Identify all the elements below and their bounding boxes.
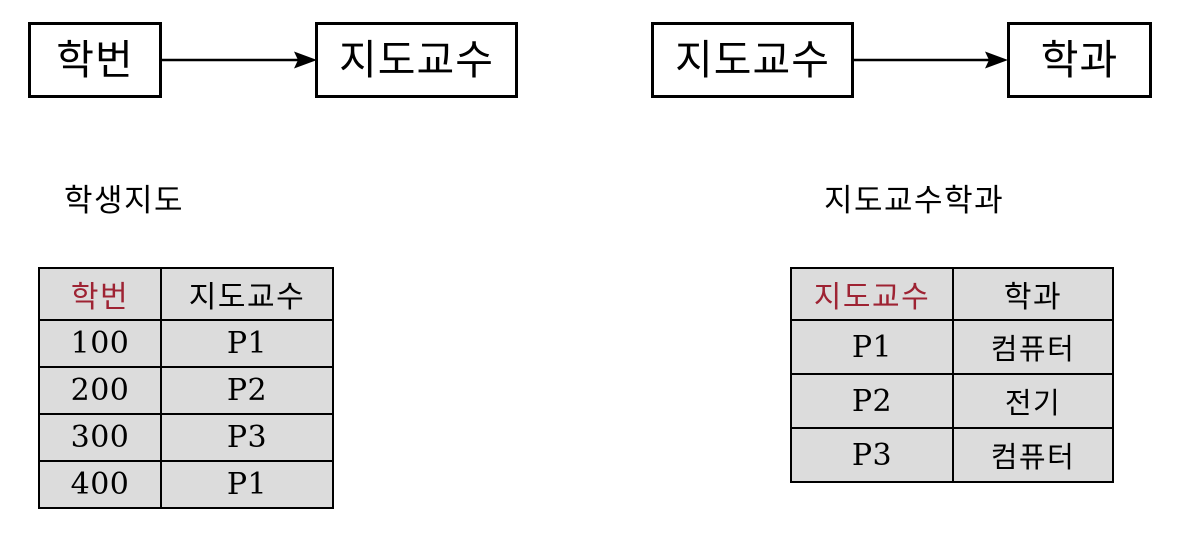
table-row: P3 컴퓨터 — [790, 427, 1114, 483]
cell-지도교수: P1 — [160, 460, 334, 509]
cell-학과: 전기 — [952, 373, 1114, 429]
fd-right-determinant-label: 지도교수 — [675, 35, 830, 84]
column-header-지도교수: 지도교수 — [790, 267, 954, 321]
cell-학번: 400 — [38, 460, 162, 509]
fd-left-dependent-box: 지도교수 — [315, 22, 518, 98]
table-row: 400 P1 — [38, 460, 334, 509]
column-header-학과: 학과 — [952, 267, 1114, 321]
cell-지도교수: P1 — [160, 319, 334, 368]
cell-학과: 컴퓨터 — [952, 319, 1114, 375]
column-header-학번: 학번 — [38, 267, 162, 321]
cell-지도교수: P2 — [160, 366, 334, 415]
fd-left-determinant-label: 학번 — [56, 35, 134, 84]
column-header-지도교수: 지도교수 — [160, 267, 334, 321]
fd-right-determinant-box: 지도교수 — [651, 22, 854, 98]
cell-지도교수: P1 — [790, 319, 954, 375]
fd-right-dependent-label: 학과 — [1040, 35, 1119, 84]
cell-지도교수: P2 — [790, 373, 954, 429]
table-row: 100 P1 — [38, 319, 334, 368]
fd-right-arrow — [854, 49, 1008, 71]
arrow-right-icon — [854, 51, 1008, 69]
cell-지도교수: P3 — [160, 413, 334, 462]
cell-학번: 300 — [38, 413, 162, 462]
table-row: 200 P2 — [38, 366, 334, 415]
fd-left-dependent-label: 지도교수 — [339, 35, 494, 84]
table-header-row: 지도교수 학과 — [790, 267, 1114, 321]
table-row: P2 전기 — [790, 373, 1114, 429]
table-advisor-dept-title: 지도교수학과 — [824, 183, 1005, 219]
cell-학과: 컴퓨터 — [952, 427, 1114, 483]
table-advisor-dept: 지도교수 학과 P1 컴퓨터 P2 전기 P3 컴퓨터 — [790, 267, 1114, 483]
cell-학번: 100 — [38, 319, 162, 368]
cell-지도교수: P3 — [790, 427, 954, 483]
fd-left-arrow — [162, 49, 317, 71]
fd-right-dependent-box: 학과 — [1007, 22, 1152, 98]
table-student-advisor: 학번 지도교수 100 P1 200 P2 300 P3 400 P1 — [38, 267, 334, 509]
table-header-row: 학번 지도교수 — [38, 267, 334, 321]
table-student-advisor-title: 학생지도 — [64, 183, 185, 219]
arrow-right-icon — [162, 51, 317, 69]
table-row: 300 P3 — [38, 413, 334, 462]
table-row: P1 컴퓨터 — [790, 319, 1114, 375]
fd-left-determinant-box: 학번 — [28, 22, 162, 98]
cell-학번: 200 — [38, 366, 162, 415]
